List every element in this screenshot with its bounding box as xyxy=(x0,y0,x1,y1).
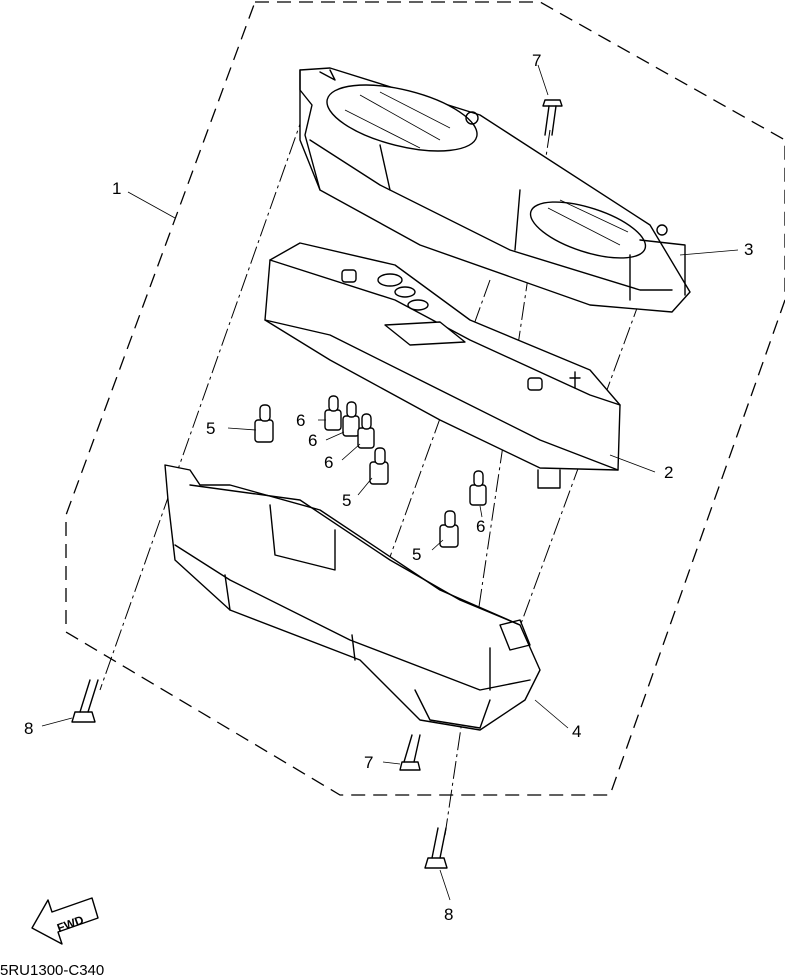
drawing-code: 5RU1300-C340 xyxy=(0,962,104,978)
assembly-boundary xyxy=(65,1,785,796)
bulb-6-b xyxy=(342,401,360,437)
callout-5-right: 5 xyxy=(412,545,421,564)
bulbs xyxy=(254,395,487,548)
bulb-6-a xyxy=(324,395,342,431)
bulb-6-right xyxy=(469,470,487,506)
callout-6-d: 6 xyxy=(476,517,485,536)
bulb-5-left xyxy=(254,404,274,443)
callout-7-bottom: 7 xyxy=(364,753,373,772)
callout-5-left: 5 xyxy=(206,419,215,438)
callout-7-top: 7 xyxy=(532,51,541,70)
callout-8-left: 8 xyxy=(24,719,33,738)
callout-3: 3 xyxy=(744,240,753,259)
screws xyxy=(71,99,563,869)
bulb-5-right xyxy=(439,510,459,548)
screw-7-top xyxy=(542,99,563,136)
callout-6-b: 6 xyxy=(308,431,317,450)
fwd-arrow-icon: FWD xyxy=(31,897,99,945)
screw-8-bottom xyxy=(424,827,448,869)
callout-2: 2 xyxy=(664,463,673,482)
callout-8-bottom: 8 xyxy=(444,905,453,924)
callout-4: 4 xyxy=(572,722,581,741)
screw-7-bottom xyxy=(399,734,421,771)
lower-case xyxy=(164,464,541,731)
meter-assembly xyxy=(264,242,621,489)
leader-lines xyxy=(41,64,739,901)
screw-8-left xyxy=(71,679,99,723)
callout-6-c: 6 xyxy=(324,453,333,472)
callout-1: 1 xyxy=(112,179,121,198)
bulb-5-center xyxy=(369,447,389,485)
callout-5-center: 5 xyxy=(342,491,351,510)
callout-6-a: 6 xyxy=(296,411,305,430)
upper-case xyxy=(299,67,691,313)
bulb-6-c xyxy=(357,413,375,449)
